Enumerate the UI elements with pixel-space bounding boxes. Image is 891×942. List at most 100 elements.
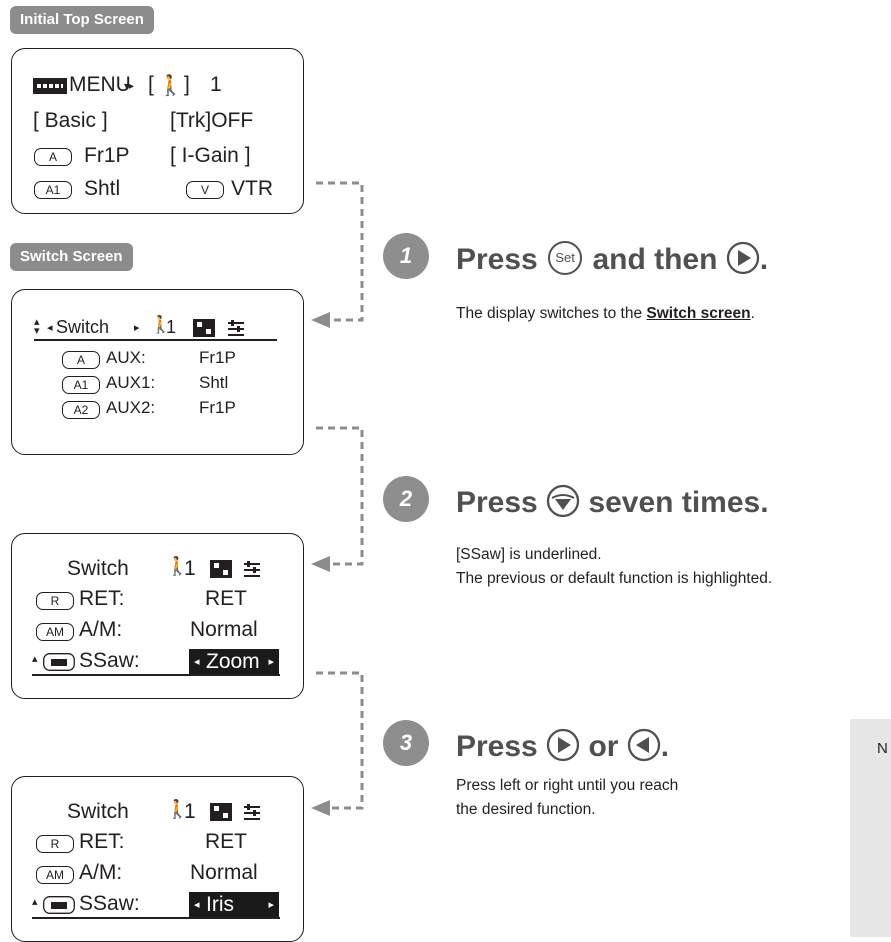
note-label: N [877,740,888,757]
switch-title: Switch [67,800,129,823]
ssaw-label: SSaw: [79,649,140,672]
step-3-line-2: the desired function. [456,801,596,818]
switch-tab-icon [193,319,215,337]
operator-icon: 🚶 [166,556,189,576]
switch-screen-link[interactable]: Switch screen [646,305,751,322]
note-panel: N [850,719,891,937]
step-1-description: The display switches to the Switch scree… [456,302,755,326]
left-arrow-icon: ◂ [47,322,53,334]
switch-tab-icon [210,803,232,821]
step-2-press: Press [456,486,538,519]
step-1-desc-end: . [750,305,755,322]
scroll-updown-icon: ▴▾ [34,316,40,337]
step-3-or: or [588,730,619,763]
v-value: VTR [231,177,273,200]
title-underline [34,339,277,341]
ret-label: RET: [79,587,125,610]
key-a: A [34,148,72,166]
key-am: AM [36,623,74,641]
switch-number: 1 [166,317,177,337]
step-1-desc-text: The display switches to the [456,305,647,322]
key-r: R [36,835,74,853]
step-2-heading: Press seven times. [456,484,769,521]
step-1-heading: Press Set and then . [456,241,769,278]
ret-label: RET: [79,830,125,853]
step-2-seven-times: seven times. [588,486,769,519]
aux1-label: AUX1: [106,373,156,392]
top-number: 1 [210,73,222,96]
left-button-icon [627,728,660,762]
operator-icon: 🚶 [158,75,183,97]
step-2-badge: 2 [383,476,429,522]
step-2-description: [SSaw] is underlined. The previous or de… [456,543,772,591]
step-3-heading: Press or . [456,728,670,765]
step-1-press: Press [456,243,538,276]
operator-icon: 🚶 [150,315,172,334]
switch-number: 1 [184,557,196,580]
down-button-icon [546,484,580,518]
step-2-line-1: [SSaw] is underlined. [456,546,602,563]
switch-screen-tag: Switch Screen [10,243,133,271]
right-arrow-icon: ▸ [134,322,140,334]
am-label: A/M: [79,861,123,884]
menu-arrows-icon: ▾▸ [124,81,135,92]
switch-tab-icon [210,560,232,578]
aux2-value: Fr1P [199,398,236,417]
a-value: Fr1P [84,144,130,167]
aux2-label: AUX2: [106,398,156,417]
ssaw-label: SSaw: [79,892,140,915]
menu-icon [33,78,67,94]
tracking-status: [Trk]OFF [170,109,254,132]
ssaw-value: Zoom [206,650,260,673]
step-2-line-2: The previous or default function is high… [456,570,773,587]
step2-lcd: Switch 🚶 1 R RET: RET AM A/M: Normal ▴ S… [11,533,304,699]
bracket-open: [ [148,73,154,96]
menu-label: MENU [69,73,131,96]
step-3-period: . [660,730,670,763]
am-value: Normal [190,861,258,884]
seesaw-key-icon [43,653,75,671]
ret-value: RET [205,830,247,853]
key-v: V [186,181,224,199]
aux-label: AUX: [106,348,146,367]
basic-label: [ Basic ] [33,109,108,132]
switch-title: Switch [67,557,129,580]
switch-number: 1 [184,800,196,823]
settings-tab-icon [228,320,244,336]
scroll-up-icon: ▴ [32,896,38,908]
key-a1: A1 [34,181,72,199]
ssaw-underline [32,917,280,919]
aux1-value: Shtl [199,373,229,392]
bracket-close: ] [184,73,190,96]
set-button-icon: Set [548,241,583,276]
ssaw-value-highlight: ◂ Iris ▸ [189,892,279,917]
step-3-description: Press left or right until you reach the … [456,774,678,822]
right-button-icon [726,241,759,275]
ret-value: RET [205,587,247,610]
am-label: A/M: [79,618,123,641]
key-am: AM [36,866,74,884]
seesaw-key-icon [43,896,75,914]
operator-icon: 🚶 [166,799,189,819]
step-3-line-1: Press left or right until you reach [456,777,679,794]
a1-value: Shtl [84,177,121,200]
ssaw-value: Iris [206,893,234,916]
step-1-badge: 1 [383,233,429,279]
initial-top-screen-lcd: MENU ▾▸ [ 🚶 ] 1 [ Basic ] [Trk]OFF A Fr1… [11,48,304,214]
step3-lcd: Switch 🚶 1 R RET: RET AM A/M: Normal ▴ S… [11,776,304,942]
am-value: Normal [190,618,258,641]
set-button-label: Set [555,250,575,266]
step-1-period: . [759,243,769,276]
right-button-icon [546,728,580,762]
step-3-press: Press [456,730,538,763]
initial-top-screen-tag: Initial Top Screen [10,6,154,34]
key-a2: A2 [62,401,100,419]
ssaw-underline [32,674,280,676]
scroll-up-icon: ▴ [32,653,38,665]
settings-tab-icon [244,561,260,577]
key-a: A [62,351,100,369]
step-3-badge: 3 [383,720,429,766]
aux-value: Fr1P [199,348,236,367]
settings-tab-icon [244,804,260,820]
